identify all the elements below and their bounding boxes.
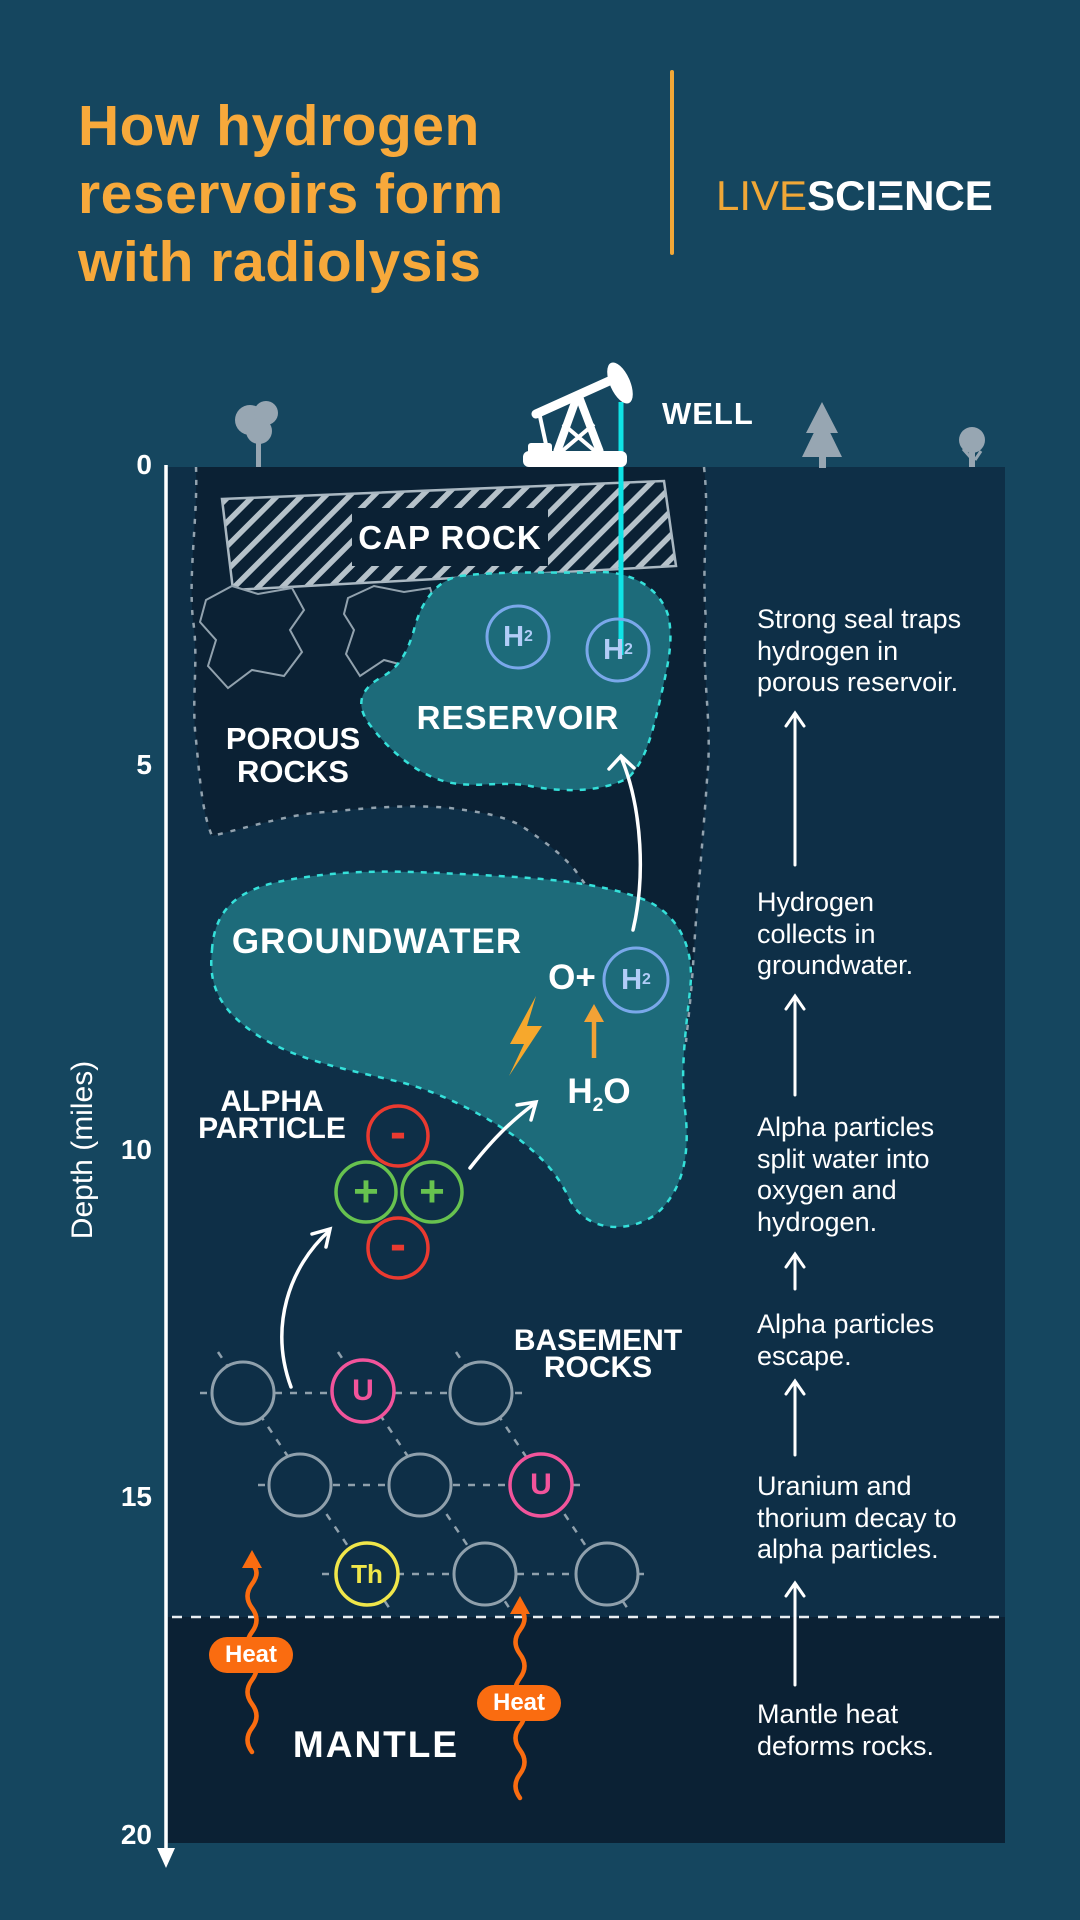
annotation-line: hydrogen in [757, 635, 899, 666]
annotation-line: hydrogen. [757, 1206, 878, 1237]
logo-nce: NCE [904, 172, 993, 219]
annotation-mantle-heat: Mantle heat deforms rocks. [757, 1699, 987, 1762]
oxygen-ion-label: O+ [548, 958, 596, 997]
h2-sub: 2 [524, 628, 533, 645]
depth-tick-5: 5 [136, 749, 152, 780]
h2-sub: 2 [642, 971, 651, 988]
annotation-line: alpha particles. [757, 1534, 939, 1564]
annotation-line: collects in [757, 918, 876, 949]
annotation-line: Strong seal traps [757, 604, 962, 634]
tree-deciduous-icon [235, 401, 278, 467]
annotation-line: porous reservoir. [757, 667, 959, 697]
tree-round-icon [959, 427, 985, 467]
uranium-label: U [530, 1468, 552, 1501]
reservoir-blob [360, 570, 672, 792]
porous-rocks-label: POROUS ROCKS [183, 722, 403, 788]
well-label: WELL [662, 396, 754, 431]
h2-sub: 2 [624, 641, 633, 658]
livescience-logo: LIVESCIΞNCE [716, 172, 993, 220]
heat-arrowhead-left [242, 1550, 262, 1568]
heat-badge: Heat [209, 1637, 293, 1673]
alpha-particle-label: ALPHA PARTICLE [162, 1085, 382, 1145]
annotation-line: thorium decay to [757, 1502, 957, 1533]
pumpjack-icon [523, 362, 633, 467]
porous-line1: POROUS [225, 721, 361, 756]
annotation-line: Alpha particles [757, 1112, 935, 1142]
reservoir-label: RESERVOIR [416, 699, 620, 736]
tree-pine-icon [802, 402, 842, 468]
logo-stylized-e: Ξ [877, 172, 905, 219]
h2o-o: O [603, 1072, 631, 1111]
rock-shape [198, 584, 306, 690]
annotation-particles-escape: Alpha particles escape. [757, 1309, 987, 1372]
basement-line1: BASEMENT [513, 1324, 683, 1357]
alpha-particle-cluster [334, 1104, 464, 1280]
alpha-line2: PARTICLE [198, 1112, 346, 1145]
header-divider [670, 70, 674, 255]
annotation-line: oxygen and [757, 1175, 897, 1205]
basement-line2: ROCKS [543, 1351, 653, 1384]
annotation-line: Hydrogen [757, 887, 875, 917]
h2o-sub: 2 [592, 1095, 604, 1116]
annotation-line: deforms rocks. [757, 1730, 935, 1761]
annotation-line: Alpha particles [757, 1309, 935, 1339]
annotation-split-water: Alpha particles split water into oxygen … [757, 1112, 987, 1238]
heat-arrowhead-right [510, 1596, 530, 1614]
basement-rocks-label: BASEMENT ROCKS [488, 1324, 708, 1384]
h2o-h: H [567, 1072, 593, 1111]
uranium-label: U [352, 1374, 374, 1407]
annotation-seal-traps: Strong seal traps hydrogen in porous res… [757, 604, 987, 699]
alpha-line1: ALPHA [220, 1085, 324, 1118]
annotation-line: Mantle heat [757, 1699, 899, 1729]
neutron-minus-symbol: - [390, 1217, 406, 1271]
annotation-line: groundwater. [757, 950, 914, 980]
logo-live: LIVE [716, 172, 808, 219]
mantle-label: MANTLE [292, 1724, 460, 1765]
h2-h: H [503, 620, 525, 653]
thorium-label: Th [351, 1558, 383, 1589]
depth-axis-label: Depth (miles) [66, 1060, 99, 1240]
h2-h: H [603, 633, 625, 666]
depth-tick-10: 10 [120, 1134, 152, 1165]
proton-plus-symbol: + [353, 1167, 379, 1216]
annotation-line: escape. [757, 1340, 852, 1371]
lattice-atoms [210, 1358, 640, 1607]
groundwater-blob [210, 870, 693, 1229]
depth-tick-15: 15 [120, 1481, 152, 1512]
porous-boundary-right [684, 466, 710, 1043]
title-line: reservoirs form [78, 162, 504, 226]
porous-line2: ROCKS [237, 754, 349, 789]
cap-rock-label: CAP ROCK [358, 519, 542, 556]
title-line: with radiolysis [78, 230, 482, 294]
logo-sci: SCI [807, 172, 878, 219]
depth-axis [157, 465, 175, 1868]
heat-badge: Heat [477, 1685, 561, 1721]
radiolysis-arrow [584, 1004, 604, 1058]
step-arrows [784, 710, 806, 1687]
depth-tick-20: 20 [120, 1819, 152, 1850]
annotation-line: Uranium and [757, 1471, 912, 1501]
annotation-hydrogen-collects: Hydrogen collects in groundwater. [757, 887, 987, 982]
annotation-line: split water into [757, 1143, 930, 1174]
flow-arrows [280, 753, 642, 1389]
cap-rock-band [220, 479, 678, 592]
proton-plus-symbol: + [419, 1167, 445, 1216]
groundwater-label: GROUNDWATER [231, 922, 523, 961]
water-molecule-label: H2O [549, 1072, 649, 1117]
mantle-region [168, 1617, 1005, 1843]
title-line: How hydrogen [78, 94, 480, 158]
h2-circles [485, 604, 670, 1014]
annotation-decay: Uranium and thorium decay to alpha parti… [757, 1471, 987, 1566]
neutron-minus-symbol: - [390, 1105, 406, 1159]
page-title: How hydrogen reservoirs form with radiol… [78, 92, 638, 296]
depth-tick-0: 0 [136, 449, 152, 480]
lightning-icon [509, 996, 542, 1076]
h2-h: H [621, 963, 643, 996]
